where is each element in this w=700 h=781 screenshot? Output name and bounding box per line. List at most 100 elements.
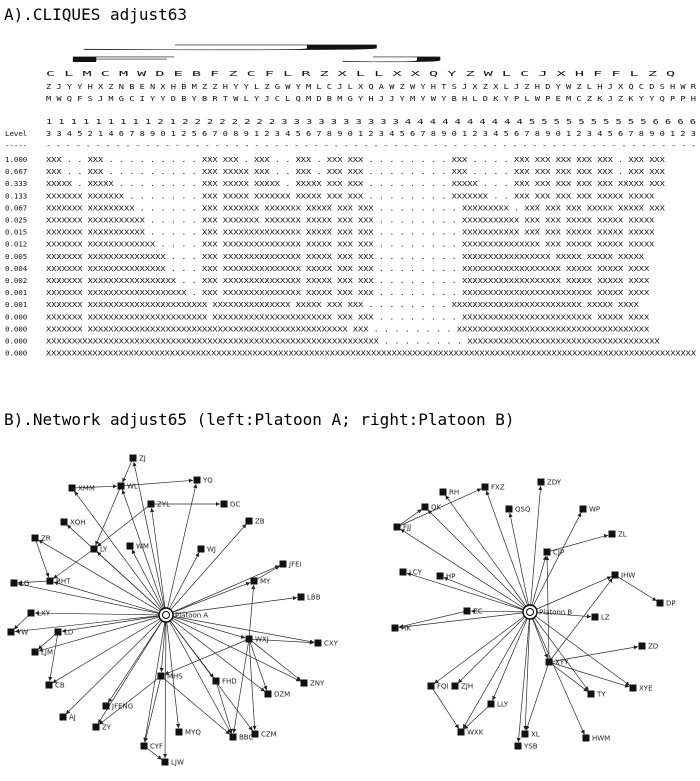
node-label: WXJ: [255, 636, 269, 644]
clique-row-pattern: XXXXXXX XXXXXXXXXXX . . . . . XXX XXXXXX…: [46, 228, 655, 237]
network-node: [175, 728, 183, 736]
column-header-row: C L M C M W D E B F Z C F L R Z X L L X …: [46, 69, 676, 78]
section-b-title: B).Network adjust65 (left:Platoon A; rig…: [4, 410, 515, 429]
hub-edge: [523, 611, 531, 731]
network-node: [46, 577, 54, 585]
network-node: [31, 534, 39, 542]
network-node: [451, 682, 459, 690]
clique-row-pattern: XXX . . XXX . . . . . . . . . XXX XXX . …: [46, 155, 665, 164]
separator: -----: [5, 141, 27, 150]
node-label: DZM: [274, 691, 290, 699]
hub-edge: [443, 577, 531, 613]
node-label: LD: [64, 629, 73, 637]
level-value: 0.005: [5, 252, 27, 261]
network-node: [90, 545, 98, 553]
node-label: HP: [446, 573, 456, 581]
network-node: [10, 579, 18, 587]
network-node: [463, 607, 471, 615]
hub-edge: [529, 555, 547, 613]
network-edge: [71, 484, 118, 489]
node-label: CYF: [150, 743, 163, 751]
network-node: [212, 677, 220, 685]
hub-edge: [398, 611, 531, 630]
hub-edge: [529, 611, 549, 659]
clique-row-pattern: XXXXXXXXXXXXXXXXXXXXXXXXXXXXXXXXXXXXXXXX…: [46, 337, 660, 346]
separator-dashes: - - - - - - - - - - - - - - - - - - - - …: [46, 141, 696, 150]
node-label: ZC: [473, 608, 483, 616]
node-label: MHS: [167, 673, 183, 681]
node-label: QSQ: [515, 506, 531, 514]
clique-row-pattern: XXXXXXX XXXXXXXXXXXXXXX . . . XXX XXXXXX…: [46, 264, 650, 273]
hub-edge: [445, 495, 531, 613]
network-edge: [34, 537, 50, 578]
network-edge: [548, 661, 589, 692]
level-value: 0.133: [5, 191, 27, 200]
level-value: 0.067: [5, 203, 27, 212]
node-label: LXY: [37, 610, 51, 618]
node-label: WP: [589, 506, 600, 514]
node-label: LJW: [171, 759, 184, 767]
node-label: HWM: [592, 735, 610, 743]
network-node: [161, 758, 169, 766]
node-label: ZJ: [139, 455, 146, 463]
network-node: [220, 500, 228, 508]
hub-edge: [38, 614, 167, 652]
clique-row-pattern: XXXXXXX XXXXXXXXXXXXXXXXXXXXXXX XXXXXXXX…: [46, 300, 639, 309]
node-label: ZYL: [157, 501, 170, 509]
network-node: [436, 572, 444, 580]
network-node: [7, 628, 15, 636]
network-node: [264, 690, 272, 698]
level-value: 1.000: [5, 155, 27, 164]
level-label: Level: [5, 129, 27, 138]
hub-edge: [492, 611, 531, 701]
network-node: [102, 702, 110, 710]
clique-row-pattern: XXXXXXX XXXXXXXXXXXXXXX . . . XXX XXXXXX…: [46, 252, 645, 261]
hub-edge: [107, 614, 167, 703]
hub-edge: [96, 551, 167, 616]
node-label: XYY: [555, 659, 569, 667]
node-label: HK: [401, 625, 411, 633]
network-node: [587, 690, 595, 698]
hub-edge: [121, 489, 167, 616]
hub-edge: [529, 611, 630, 686]
clique-row-pattern: XXXXX . XXXXX . . . . . . . . XXX XXXXX …: [46, 179, 665, 188]
hub-edge: [470, 609, 531, 614]
hub-edge: [400, 528, 531, 613]
hub-edge: [165, 596, 298, 616]
node-label: ZD: [648, 643, 658, 651]
network-node: [427, 682, 435, 690]
node-label: FQI: [437, 683, 449, 691]
network-edge: [430, 685, 460, 729]
hub-edge: [165, 614, 232, 734]
clique-row-pattern: XXXXXXX XXXXXXXXXXX . . . . . XXX XXXXXX…: [46, 216, 655, 225]
network-node: [505, 505, 513, 513]
network-node: [514, 742, 522, 750]
network-node: [457, 728, 465, 736]
node-label: LCY: [409, 569, 423, 577]
clique-row-pattern: XXXXXXX XXXXXXXXXXXXXXXXX . . XXX XXXXXX…: [46, 276, 650, 285]
network-edge: [546, 534, 609, 553]
node-label: GC: [230, 501, 240, 509]
hub-edge: [34, 611, 167, 616]
network-node: [193, 476, 201, 484]
hub-edge: [38, 539, 167, 616]
hub-edge: [17, 582, 167, 616]
network-node: [60, 518, 68, 526]
column-header-row: J: [46, 43, 472, 52]
hub-edge: [165, 523, 247, 616]
node-label: LG: [20, 580, 29, 588]
hub-edge: [165, 614, 301, 682]
clique-row-pattern: XXX . . XXX . . . . . . . . . XXX XXXXX …: [46, 167, 665, 176]
clique-row-pattern: XXXXXXX XXXXXXXXXXXXXXXXXXX . XXX XXXXXX…: [46, 288, 650, 297]
level-value: 0.004: [5, 264, 28, 273]
node-label: FHD: [222, 678, 237, 686]
hub-edge: [485, 490, 531, 613]
network-edge: [248, 584, 256, 640]
section-a-title: A).CLIQUES adjust63: [4, 5, 188, 24]
hub-edge: [61, 614, 167, 633]
network-edge: [248, 638, 302, 681]
network-node: [487, 700, 495, 708]
network-edge: [253, 565, 280, 582]
level-value: 0.025: [5, 216, 27, 225]
